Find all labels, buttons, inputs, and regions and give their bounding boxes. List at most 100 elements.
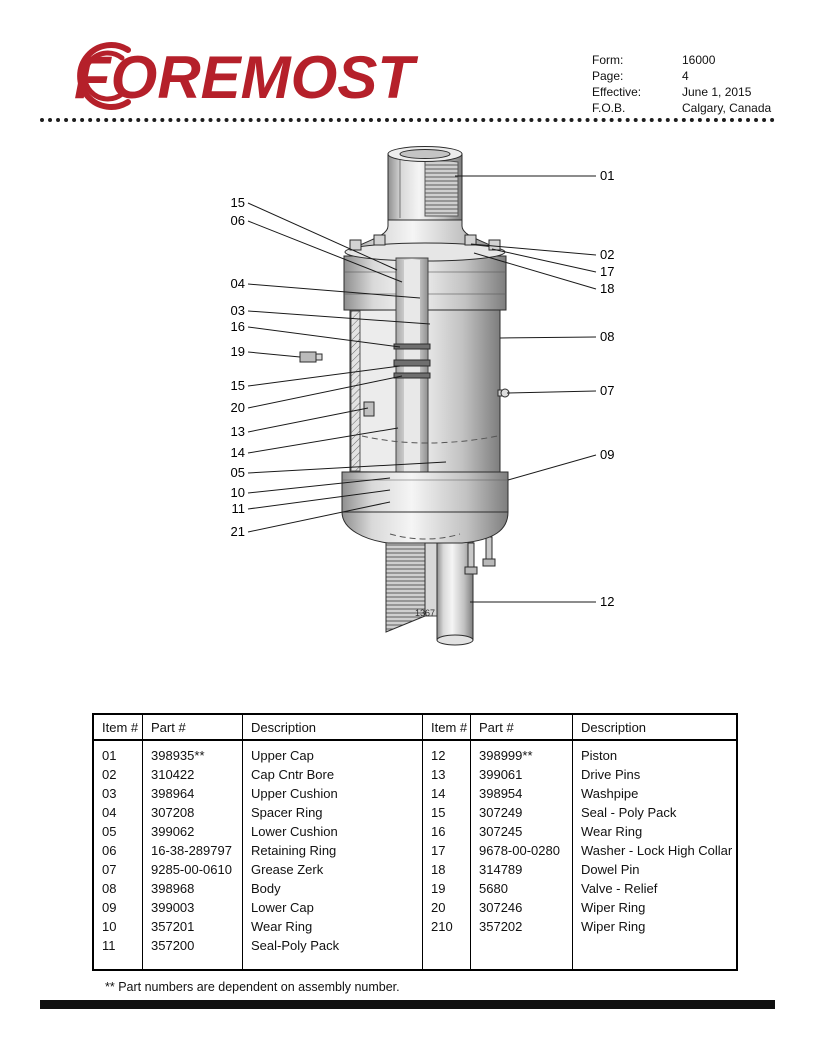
description-cell: Washpipe: [581, 786, 639, 801]
description-cell: Retaining Ring: [251, 843, 337, 858]
callout-15a: 15: [230, 195, 245, 210]
callout-07: 07: [600, 383, 615, 398]
callout-05: 05: [230, 465, 245, 480]
lower-cap: [341, 471, 509, 544]
part-number-cell: 307249: [479, 805, 523, 820]
callout-13: 13: [230, 424, 245, 439]
item-number-cell: 17: [431, 843, 446, 858]
item-number-cell: 15: [431, 805, 446, 820]
callout-12: 12: [600, 594, 615, 609]
item-number-cell: 09: [102, 900, 117, 915]
callout-09: 09: [600, 447, 615, 462]
col-header-description: Description: [243, 715, 422, 741]
bottom-rule: [40, 1000, 775, 1009]
description-cell: Lower Cushion: [251, 824, 338, 839]
left-item-column: Item # 01 02 03 04 05 06 07 08 09 10 11: [94, 715, 142, 969]
item-number-cell: 19: [431, 881, 446, 896]
description-cell: Valve - Relief: [581, 881, 658, 896]
callout-06: 06: [230, 213, 245, 228]
callout-08: 08: [600, 329, 615, 344]
callout-17: 17: [600, 264, 615, 279]
item-number-cell: 18: [431, 862, 446, 877]
page-label: Page:: [592, 69, 624, 83]
dotted-divider: [40, 118, 775, 122]
part-number-cell: 307245: [479, 824, 523, 839]
form-value: 16000: [682, 53, 716, 67]
drawing-number: 1367: [414, 608, 436, 618]
part-number-cell: 399062: [151, 824, 195, 839]
part-number-cell: 399061: [479, 767, 523, 782]
description-cell: Wiper Ring: [581, 900, 646, 915]
logo-text: FOREMOST: [74, 44, 418, 111]
part-number-cell: 5680: [479, 881, 508, 896]
item-number-cell: 03: [102, 786, 117, 801]
description-cell: Cap Cntr Bore: [251, 767, 335, 782]
relief-valve: [299, 351, 323, 363]
part-number-cell: 357201: [151, 919, 195, 934]
fob-value: Calgary, Canada: [682, 101, 772, 115]
callout-19: 19: [230, 344, 245, 359]
part-number-cell: 399003: [151, 900, 195, 915]
callout-16: 16: [230, 319, 245, 334]
description-cell: Spacer Ring: [251, 805, 323, 820]
part-number-cell: 357200: [151, 938, 195, 953]
col-header-part: Part #: [471, 715, 572, 741]
item-number-cell: 16: [431, 824, 446, 839]
assembly-drawing: [299, 146, 510, 646]
col-header-item: Item #: [94, 715, 142, 741]
callout-03: 03: [230, 303, 245, 318]
item-number-cell: 06: [102, 843, 117, 858]
section-break-lines: [361, 435, 499, 540]
description-cell: Washer - Lock High Collar: [581, 843, 733, 858]
foremost-logo: FOREMOST: [50, 40, 420, 112]
part-number-cell: 398964: [151, 786, 195, 801]
description-cell: Piston: [581, 748, 618, 763]
fob-label: F.O.B.: [592, 101, 626, 115]
grease-zerk: [497, 388, 510, 398]
item-number-cell: 10: [102, 919, 117, 934]
part-number-cell: 398968: [151, 881, 195, 896]
item-number-cell: 01: [102, 748, 117, 763]
effective-row: Effective: June 1, 2015: [592, 84, 782, 100]
description-cell: Wiper Ring: [581, 919, 646, 934]
left-part-column: Part # 398935** 310422 398964 307208 399…: [142, 715, 242, 969]
description-cell: Wear Ring: [251, 919, 313, 934]
upper-pipe: [387, 146, 463, 221]
part-number-cell: 307208: [151, 805, 195, 820]
callout-20: 20: [230, 400, 245, 415]
left-description-column: Description Upper Cap Cap Cntr Bore Uppe…: [242, 715, 422, 969]
description-cell: Wear Ring: [581, 824, 643, 839]
item-number-cell: 14: [431, 786, 446, 801]
form-info: Form: 16000 Page: 4 Effective: June 1, 2…: [592, 52, 782, 116]
description-cell: Seal-Poly Pack: [251, 938, 340, 953]
callout-10: 10: [230, 485, 245, 500]
form-row: Form: 16000: [592, 52, 782, 68]
form-label: Form:: [592, 53, 624, 67]
callout-01: 01: [600, 168, 615, 183]
item-number-cell: 04: [102, 805, 117, 820]
page-row: Page: 4: [592, 68, 782, 84]
right-description-column: Description Piston Drive Pins Washpipe S…: [572, 715, 736, 969]
description-cell: Upper Cushion: [251, 786, 338, 801]
logo-swoosh-outer-icon: [77, 42, 131, 110]
item-number-cell: 12: [431, 748, 446, 763]
assembly-diagram: [247, 146, 597, 646]
part-number-cell: 9285-00-0610: [151, 862, 232, 877]
item-number-cell: 05: [102, 824, 117, 839]
parts-table: Item # 01 02 03 04 05 06 07 08 09 10 11 …: [92, 713, 738, 971]
washpipe: [363, 257, 431, 507]
part-number-cell: 9678-00-0280: [479, 843, 560, 858]
effective-label: Effective:: [592, 85, 642, 99]
description-cell: Seal - Poly Pack: [581, 805, 677, 820]
fob-row: F.O.B. Calgary, Canada: [592, 100, 782, 116]
item-number-cell: 07: [102, 862, 117, 877]
description-cell: Drive Pins: [581, 767, 641, 782]
part-number-cell: 357202: [479, 919, 523, 934]
description-cell: Dowel Pin: [581, 862, 640, 877]
callout-14: 14: [230, 445, 245, 460]
description-cell: Grease Zerk: [251, 862, 324, 877]
description-cell: Upper Cap: [251, 748, 314, 763]
callout-18: 18: [600, 281, 615, 296]
callout-21: 21: [230, 524, 245, 539]
